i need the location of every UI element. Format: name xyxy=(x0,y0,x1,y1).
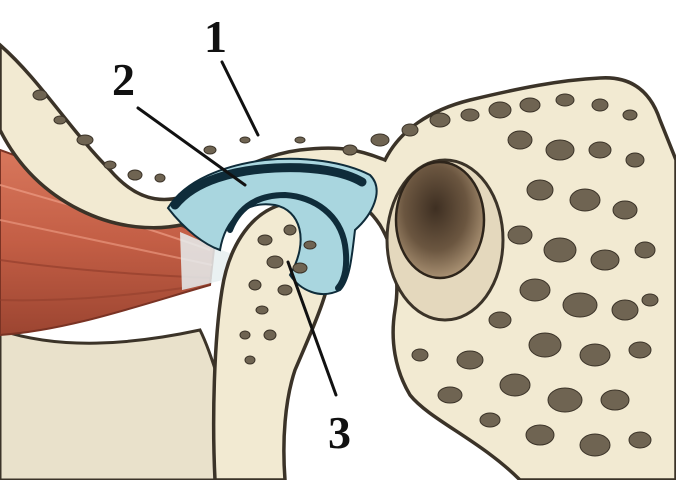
label-3: 3 xyxy=(328,407,351,458)
label-1: 1 xyxy=(204,11,227,62)
ear-canal xyxy=(387,160,503,320)
leader-line-2 xyxy=(138,108,245,185)
leader-line-1 xyxy=(222,62,258,135)
label-2: 2 xyxy=(112,54,135,105)
mandible-ramus xyxy=(0,330,245,480)
